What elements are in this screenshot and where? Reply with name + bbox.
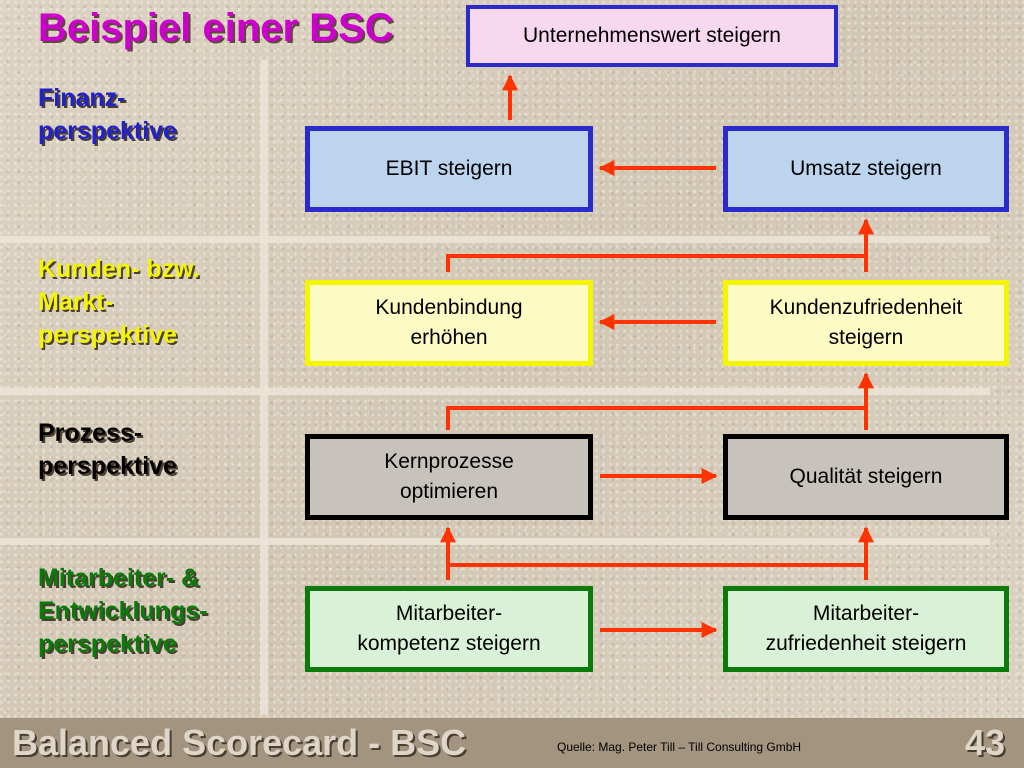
kunden-perspective-label: Kunden- bzw. Markt- perspektive (38, 255, 200, 349)
finanz-perspective-label: Finanz- perspektive (38, 84, 177, 145)
kundenzufriedenheit-box: Kundenzufriedenheit steigern (723, 280, 1009, 366)
ebit-box: EBIT steigern (305, 126, 593, 212)
kernprozesse-box: Kernprozesse optimieren (305, 434, 593, 520)
prozess-perspective-label: Prozess- perspektive (38, 419, 177, 480)
unternehmenswert-box: Unternehmenswert steigern (466, 5, 838, 67)
umsatz-box: Umsatz steigern (723, 126, 1009, 212)
connector-prozess-to-kunden (446, 406, 868, 430)
mitarbeiterkompetenz-box: Mitarbeiter- kompetenz steigern (305, 586, 593, 672)
footer-source: Quelle: Mag. Peter Till – Till Consultin… (557, 740, 802, 754)
page-number: 43 (965, 722, 1006, 763)
mitarbeiter-perspective-label: Mitarbeiter- & Entwicklungs- perspektive (38, 564, 208, 658)
connector-kunden-to-finanz (446, 254, 868, 272)
kundenbindung-box: Kundenbindung erhöhen (305, 280, 593, 366)
row-divider-1 (0, 236, 990, 243)
column-divider (260, 60, 268, 715)
footer-band (0, 718, 1024, 768)
slide-title: Beispiel einer BSC (38, 6, 394, 50)
mitarbeiterzufriedenheit-box: Mitarbeiter- zufriedenheit steigern (723, 586, 1009, 672)
footer-title: Balanced Scorecard - BSC (12, 722, 467, 763)
row-divider-2 (0, 388, 990, 395)
qualitaet-box: Qualität steigern (723, 434, 1009, 520)
row-divider-3 (0, 538, 990, 545)
